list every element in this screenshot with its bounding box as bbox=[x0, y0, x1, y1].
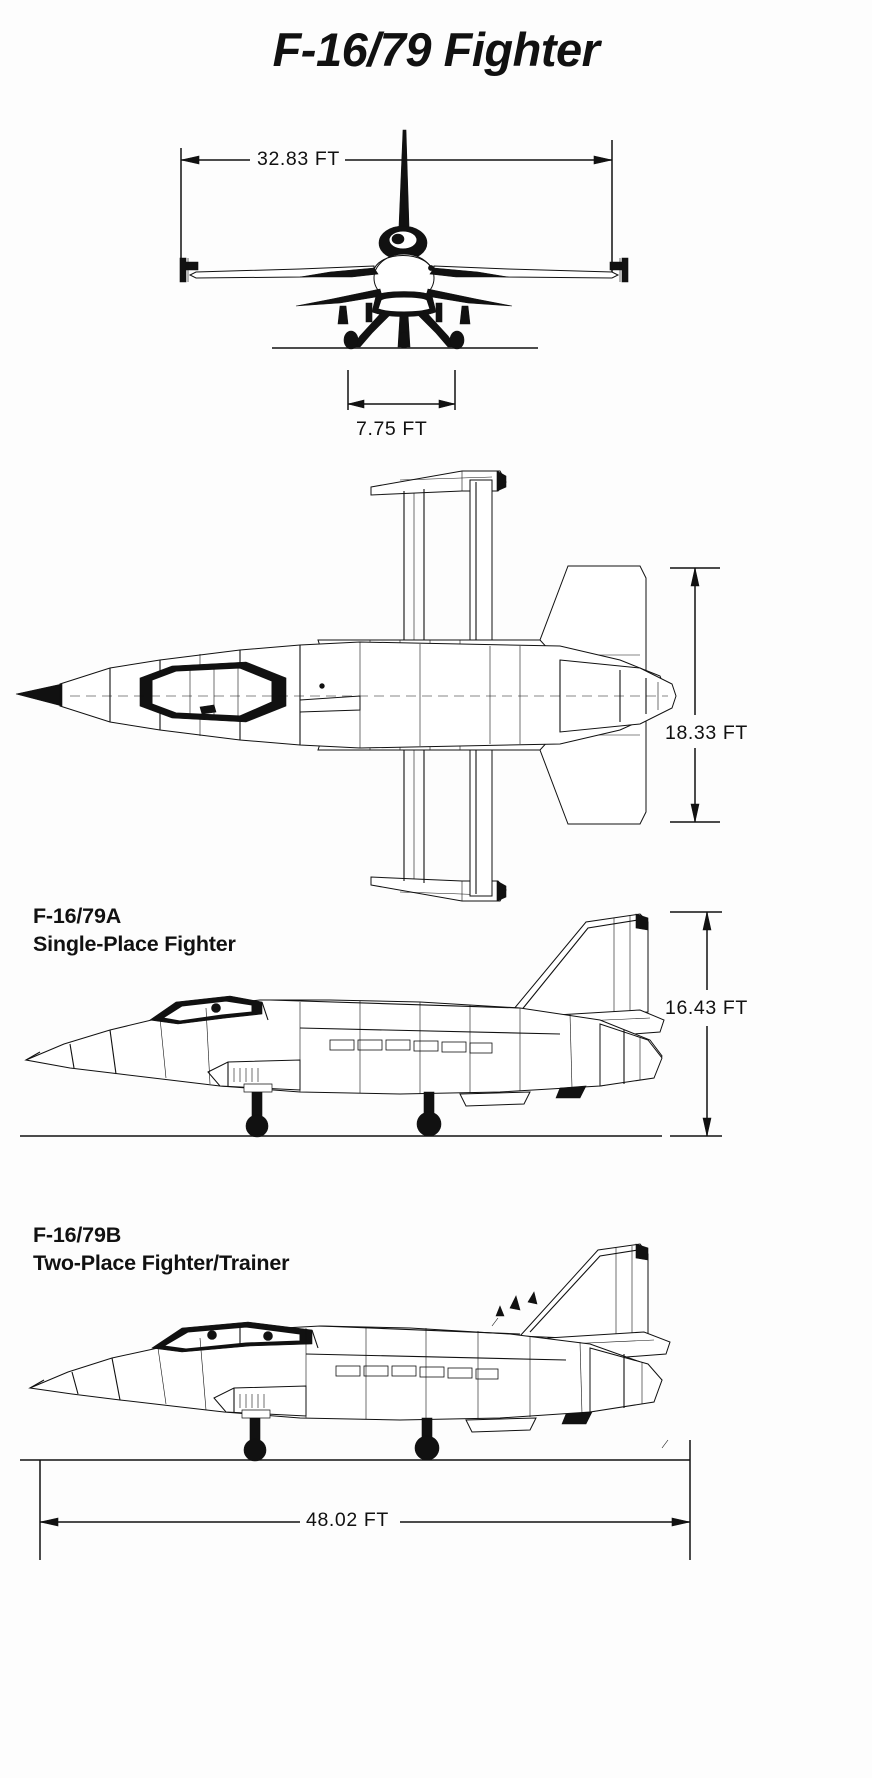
front-fuselage bbox=[372, 225, 435, 303]
side-b-antenna-marks bbox=[491, 1291, 538, 1327]
side-a-landing-gear bbox=[243, 1083, 442, 1138]
dimension-height bbox=[670, 911, 722, 1137]
front-intake-and-gear bbox=[337, 291, 471, 350]
dimension-length bbox=[39, 1440, 691, 1560]
side-b-vertical-tail bbox=[518, 1243, 649, 1339]
dimension-label-length: 48.02 FT bbox=[306, 1509, 389, 1531]
side-a-fuselage bbox=[24, 995, 663, 1107]
dimension-wingspan bbox=[180, 140, 613, 272]
side-b-fuselage bbox=[28, 1321, 663, 1433]
dimension-gear-track bbox=[347, 370, 456, 410]
dimension-tail-span bbox=[670, 567, 720, 823]
top-vertical-tail-planform bbox=[469, 479, 493, 897]
dimension-label-tail-span: 18.33 FT bbox=[665, 722, 748, 744]
front-wings bbox=[179, 257, 629, 283]
dimension-label-gear-track: 7.75 FT bbox=[356, 418, 428, 440]
dimension-label-height: 16.43 FT bbox=[665, 997, 748, 1019]
side-b-landing-gear bbox=[241, 1409, 669, 1462]
page-title: F-16/79 Fighter bbox=[272, 23, 600, 76]
variant-caption-b: F-16/79B Two-Place Fighter/Trainer bbox=[33, 1223, 290, 1275]
dimension-label-wingspan: 32.83 FT bbox=[252, 148, 345, 171]
variant-caption-a: F-16/79A Single-Place Fighter bbox=[33, 904, 236, 956]
top-fuselage bbox=[15, 641, 677, 749]
